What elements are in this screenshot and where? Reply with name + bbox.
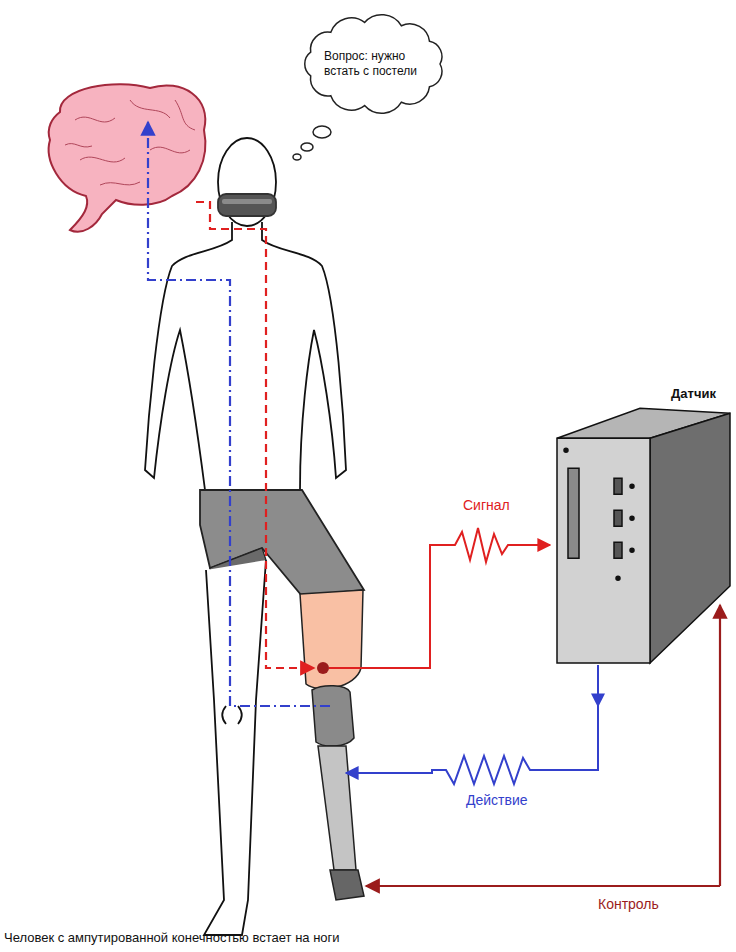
thought-trail (293, 154, 301, 160)
action-wire (346, 704, 598, 784)
left-leg (222, 706, 242, 724)
device-body (630, 484, 634, 488)
control-wire (719, 605, 721, 886)
electrode-dot (317, 662, 329, 674)
bubble-outline (305, 15, 442, 114)
control-label: Контроль (598, 896, 659, 912)
control-wire (366, 885, 720, 887)
device-body (630, 516, 634, 520)
device-body (557, 408, 730, 663)
nerve-feedback-path (148, 122, 330, 706)
nerve-signal-path (196, 202, 314, 668)
device-body (614, 478, 622, 494)
device-body (568, 468, 579, 558)
left-leg (204, 560, 266, 935)
person-figure (145, 138, 346, 490)
device-body (650, 413, 730, 663)
stump (300, 590, 363, 689)
person-figure (218, 138, 276, 226)
prosthesis (318, 746, 356, 870)
thought-trail (301, 143, 313, 151)
signal-wire (329, 528, 550, 668)
person-figure (145, 222, 346, 490)
action-label: Действие (466, 792, 528, 808)
prosthesis (312, 686, 364, 900)
action-wire (597, 665, 599, 706)
thought-trail (313, 126, 331, 138)
brain (65, 100, 195, 185)
prosthesis (312, 686, 354, 746)
thought-text: Вопрос: нужно встать с постели (324, 49, 424, 79)
person-figure (222, 199, 272, 204)
device-body (564, 448, 568, 452)
figure-caption: Человек с ампутированной конечностью вст… (4, 930, 340, 945)
signal-label: Сигнал (463, 497, 510, 513)
stump (300, 590, 363, 689)
thought-bubble: Вопрос: нужно встать с постели (298, 12, 450, 116)
left-leg (204, 560, 266, 935)
thought-trail (293, 126, 331, 160)
device-title: Датчик (671, 386, 716, 402)
device-body (548, 386, 736, 668)
brain (49, 84, 206, 232)
device-body (614, 542, 622, 558)
device-body (630, 548, 634, 552)
prosthesis (330, 870, 364, 900)
sensor-device: Датчик (548, 386, 736, 668)
device-body (614, 510, 622, 526)
device-body (616, 576, 620, 580)
device-body (557, 438, 650, 663)
person-figure (218, 194, 276, 216)
brain (49, 84, 206, 232)
